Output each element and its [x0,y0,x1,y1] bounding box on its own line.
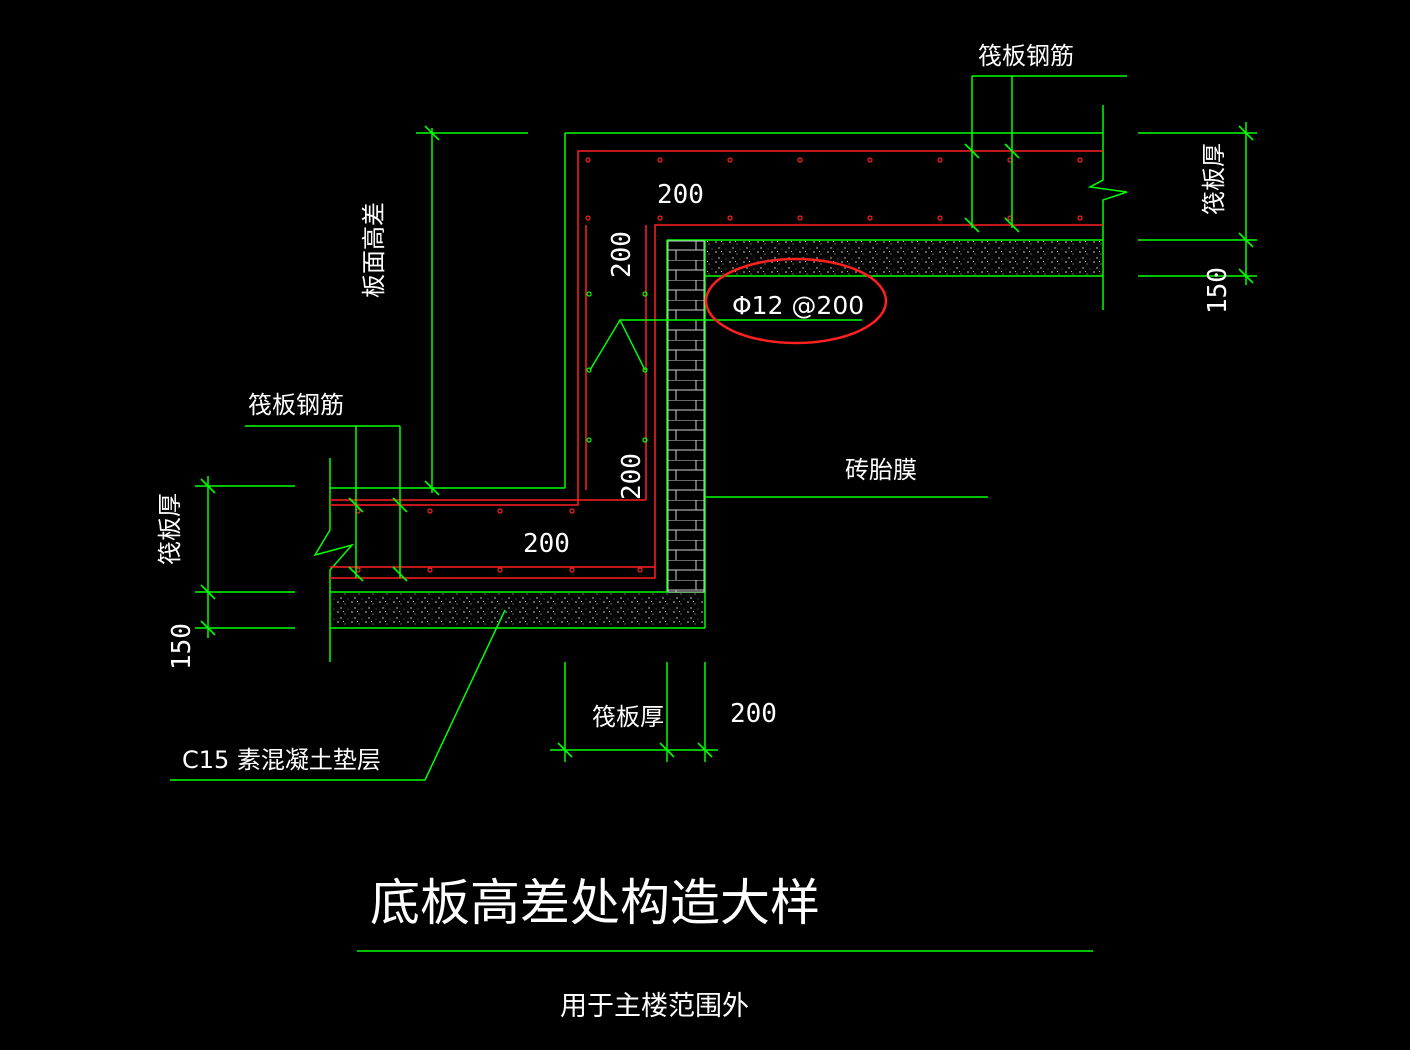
lower-cushion [331,593,704,627]
dim-150-right: 150 [1203,267,1233,314]
rebar-lines [330,150,1103,579]
drawing-title: 底板高差处构造大样 [370,874,820,932]
dim-200-top: 200 [657,180,704,210]
highlight-ellipse [704,257,888,345]
dim-200-vert-lower: 200 [617,453,647,500]
label-raft-rebar-top: 筏板钢筋 [978,42,1074,70]
label-raft-thick-right: 筏板厚 [1200,143,1228,215]
dim-200-vert-upper: 200 [607,231,637,278]
dimension-ticks [200,125,1254,758]
label-brick-membrane: 砖胎膜 [845,456,917,484]
drawing-subtitle: 用于主楼范围外 [560,991,749,1022]
stirrup-dots [586,291,648,443]
label-raft-thick-bottom: 筏板厚 [592,703,664,731]
dim-200-brick: 200 [730,699,777,729]
leaders [170,75,1257,781]
label-rebar-spec: Φ12 @200 [732,291,864,320]
rebar-dots [355,157,1083,573]
label-raft-thick-left: 筏板厚 [156,493,184,565]
label-raft-rebar-bottom: 筏板钢筋 [248,391,344,419]
label-cushion: C15 素混凝土垫层 [182,746,381,774]
concrete-outline [313,105,1128,662]
upper-cushion [706,241,1102,275]
dim-200-bottom: 200 [523,529,570,559]
dim-150-left: 150 [167,623,197,670]
brick-membrane-hatch [667,240,705,593]
label-slab-height-diff: 板面高差 [360,202,388,298]
